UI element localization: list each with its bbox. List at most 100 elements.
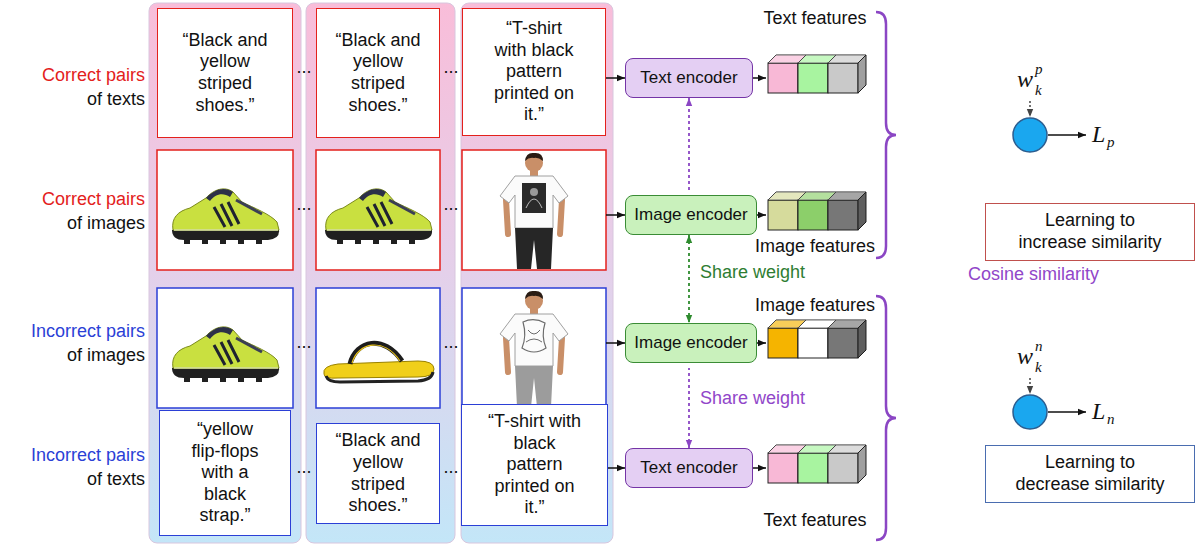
row-label: of images: [67, 213, 145, 234]
caption-text-box: “Black and yellow striped shoes.”: [316, 8, 440, 138]
caption-text-box: “yellow flip-flops with a black strap.”: [159, 410, 291, 536]
feature-label: Text features: [763, 510, 866, 531]
product-pictures: [172, 153, 568, 407]
column-bands: [149, 3, 613, 543]
weight-superscript: n: [1035, 338, 1043, 355]
input-arrow: [606, 214, 625, 216]
box-text: “T-shirt with black pattern printed on i…: [492, 18, 577, 126]
model-picture: [500, 153, 568, 269]
box-text: Learning to decrease similarity: [1011, 452, 1169, 495]
feature-label: Image features: [755, 236, 875, 257]
box-text: “yellow flip-flops with a black strap.”: [183, 419, 268, 527]
output-arrow: [753, 77, 766, 79]
weight-subscript: k: [1035, 359, 1042, 376]
model-body: [500, 291, 568, 372]
model-body: [500, 153, 568, 234]
shoe-picture: [172, 189, 279, 244]
ellipsis: ...: [443, 457, 458, 478]
feature-cube: [828, 320, 866, 358]
feature-cube: [828, 192, 866, 230]
image-frame: [462, 150, 606, 270]
loss-symbol: L: [1092, 398, 1105, 426]
input-arrow: [608, 467, 625, 469]
neuron-circle: [1013, 118, 1047, 152]
text-encoder-box: Text encoder: [625, 58, 753, 98]
image-frame: [157, 150, 293, 270]
shirt-print: [530, 188, 538, 196]
shirt-print: [522, 320, 546, 352]
trousers: [515, 366, 553, 407]
caption-text-box: “Black and yellow striped shoes.”: [316, 423, 440, 524]
objective-box: Learning to decrease similarity: [985, 445, 1195, 503]
box-text: Learning to increase similarity: [1011, 210, 1169, 253]
weight-arrow: [1029, 378, 1031, 394]
encoder-label: Image encoder: [634, 333, 747, 353]
encoder-label: Image encoder: [634, 205, 747, 225]
curly-brace: [876, 12, 896, 258]
feature-label: Image features: [755, 295, 875, 316]
text-encoder-box: Text encoder: [625, 448, 753, 488]
input-arrow: [606, 77, 625, 79]
row-label: Correct pairs: [42, 189, 145, 210]
objective-box: Learning to increase similarity: [985, 203, 1195, 261]
encoder-label: Text encoder: [640, 68, 737, 88]
edge-label: Share weight: [700, 388, 805, 409]
trousers: [515, 228, 553, 269]
row-label: of texts: [87, 469, 145, 490]
model-picture: [500, 291, 568, 407]
loss-symbol: L: [1092, 121, 1105, 149]
output-arrow: [753, 467, 766, 469]
box-text: “Black and yellow striped shoes.”: [328, 430, 428, 516]
loss-subscript: p: [1107, 134, 1115, 151]
share-weight-link: [688, 98, 690, 448]
weight-arrow: [1029, 101, 1031, 117]
column-band: [461, 3, 613, 543]
row-label: Incorrect pairs: [31, 321, 145, 342]
ellipsis: ...: [443, 194, 458, 215]
ellipsis: ...: [296, 457, 311, 478]
caption-text-box: “T-shirt with black pattern printed on i…: [462, 8, 606, 136]
ellipsis: ...: [296, 57, 311, 78]
row-label: Correct pairs: [42, 65, 145, 86]
curly-brace: [876, 296, 896, 540]
weight-subscript: k: [1035, 82, 1042, 99]
box-text: “Black and yellow striped shoes.”: [175, 30, 275, 116]
feature-cube: [828, 55, 866, 93]
row-label: of texts: [87, 89, 145, 110]
input-arrow: [606, 342, 625, 344]
ellipsis: ...: [296, 194, 311, 215]
edge-label: Share weight: [700, 262, 805, 283]
loss-subscript: n: [1107, 411, 1115, 428]
column-band: [306, 3, 455, 543]
feature-cube: [828, 445, 866, 483]
shirt-print: [522, 183, 546, 213]
feature-label: Text features: [763, 8, 866, 29]
loss-arrow: [1048, 134, 1086, 136]
image-frame: [157, 288, 293, 408]
weight-symbol: w: [1017, 66, 1033, 94]
image-encoder-box: Image encoder: [625, 323, 757, 363]
shoe-picture: [325, 189, 432, 244]
column-band: [149, 3, 301, 543]
image-frame: [316, 150, 440, 270]
encoder-label: Text encoder: [640, 458, 737, 478]
row-label: Incorrect pairs: [31, 445, 145, 466]
shirt-print: [526, 199, 542, 208]
shirt-print: [526, 330, 542, 342]
loss-arrow: [1048, 411, 1086, 413]
shoe-picture: [172, 327, 279, 382]
ellipsis: ...: [443, 332, 458, 353]
weight-symbol: w: [1017, 343, 1033, 371]
image-frame: [316, 288, 440, 408]
neuron-circle: [1013, 395, 1047, 429]
row-label: of images: [67, 345, 145, 366]
share-weight-link: [688, 235, 690, 323]
image-encoder-box: Image encoder: [625, 195, 757, 235]
box-text: “T-shirt with black pattern printed on i…: [485, 411, 585, 519]
annotation: Cosine similarity: [968, 264, 1099, 285]
ellipsis: ...: [296, 332, 311, 353]
image-frame: [462, 288, 606, 408]
weight-superscript: p: [1035, 61, 1043, 78]
